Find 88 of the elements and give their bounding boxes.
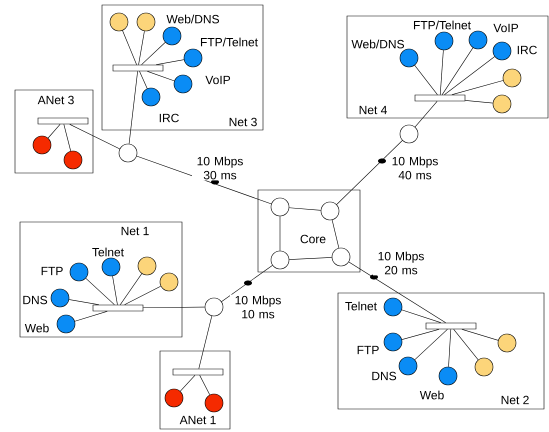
link-line (122, 30, 137, 65)
router-circle (400, 124, 418, 144)
host-circle (492, 94, 512, 114)
link-line (444, 56, 495, 95)
link-line (124, 286, 162, 305)
host-label: FTP/Telnet (200, 38, 258, 46)
link-line (74, 311, 108, 322)
host-circle (474, 358, 494, 376)
host-label: Web (24, 324, 49, 332)
router-circle (118, 144, 138, 162)
link-line (221, 265, 273, 302)
link-line (199, 375, 210, 396)
host-circle (502, 68, 522, 88)
host-label: Web (420, 390, 444, 400)
link-line (414, 65, 438, 95)
link-line (452, 80, 504, 95)
host-circle (164, 388, 184, 408)
link-line (448, 329, 452, 368)
router-circle (270, 250, 290, 270)
link-line (402, 329, 440, 340)
network-box: ANet 3 (14, 90, 94, 174)
host-label: Web/DNS (166, 14, 219, 24)
link-line (138, 30, 145, 65)
edge-label: 10 Mbps 40 ms (387, 156, 443, 180)
host-label: FTP (42, 266, 63, 276)
host-label: VoIP (493, 24, 518, 32)
link-line (348, 262, 446, 323)
host-label: VoIP (205, 76, 230, 84)
edge-label: 10 Mbps 10 ms (230, 294, 286, 320)
link-line (139, 71, 148, 89)
hub-bar (426, 322, 476, 330)
link-line (143, 306, 205, 308)
link-line (180, 375, 196, 392)
router-circle (204, 298, 224, 316)
link-line (146, 71, 175, 82)
link-line (442, 47, 474, 95)
router-circle (320, 202, 340, 220)
link-line (120, 273, 142, 305)
host-label: DNS (23, 296, 48, 304)
link-line (465, 100, 494, 104)
link-line (136, 156, 272, 204)
hub-bar (38, 118, 88, 124)
host-circle (136, 12, 156, 32)
router-circle (270, 198, 290, 216)
link-line (86, 278, 115, 305)
host-label: Telnet (345, 302, 377, 310)
host-circle (138, 256, 156, 276)
hub-bar (92, 304, 144, 312)
link-line (289, 257, 332, 260)
link-line (332, 220, 340, 248)
link-line (414, 329, 448, 360)
link-line (128, 71, 138, 144)
link-line (112, 276, 118, 305)
link-line (64, 124, 71, 152)
edge-label: 10 Mbps 30 ms (192, 156, 248, 180)
link-line (198, 316, 212, 369)
link-line (336, 140, 403, 205)
host-label: IRC (160, 114, 179, 122)
link-line (453, 329, 478, 360)
link-line (414, 101, 438, 128)
host-circle (498, 334, 516, 352)
link-line (462, 329, 498, 341)
link-line (440, 50, 444, 95)
host-circle (204, 394, 224, 412)
host-label: IRC (518, 46, 537, 54)
link-line (68, 299, 100, 305)
host-circle (64, 150, 82, 170)
network-box: ANet 1 (160, 350, 230, 430)
host-circle (32, 136, 52, 154)
link-line (48, 124, 60, 138)
host-label: FTP (358, 346, 379, 354)
hub-bar (172, 368, 224, 376)
hub-bar (414, 94, 466, 102)
link-line (156, 59, 184, 65)
link-line (288, 207, 322, 211)
host-label: DNS (372, 372, 396, 380)
hub-bar (112, 64, 164, 72)
host-circle (110, 12, 128, 32)
network-box: Core (258, 190, 360, 272)
edge-label: 10 Mbps 20 ms (373, 250, 429, 276)
host-label: Web/DNS (351, 40, 404, 48)
host-label: FTP/Telnet (414, 20, 471, 30)
link-line (69, 124, 120, 150)
link-line (402, 310, 442, 323)
host-circle (160, 272, 178, 292)
host-label: Telnet (92, 248, 124, 256)
link-line (141, 42, 166, 65)
router-circle (332, 248, 350, 266)
